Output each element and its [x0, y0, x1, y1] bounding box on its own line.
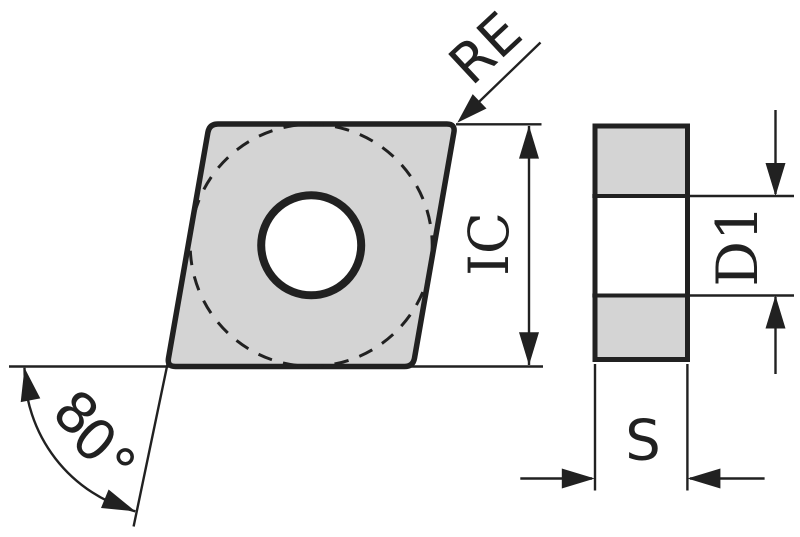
- ic-dimension: IC: [456, 123, 542, 366]
- s-arrowhead-left: [561, 468, 595, 489]
- inscribed-circle-dashed: [188, 122, 434, 368]
- mounting-hole: [257, 191, 366, 300]
- side-view: [592, 123, 690, 362]
- side-view-outline: [592, 123, 690, 362]
- side-view-bottom-band: [595, 295, 688, 360]
- s-label: S: [625, 409, 661, 474]
- front-view: [9, 121, 543, 527]
- angle-arc-arrowhead-top: [20, 367, 41, 403]
- d1-arrowhead-lower: [765, 295, 786, 329]
- s-dimension: S: [520, 364, 765, 491]
- re-annotation: RE: [437, 0, 542, 123]
- re-label: RE: [437, 0, 534, 96]
- angle-arc-arrowhead-bottom: [101, 489, 136, 512]
- d1-dimension: D1: [689, 110, 794, 374]
- d1-label: D1: [705, 205, 771, 287]
- side-view-top-band: [595, 126, 688, 196]
- d1-arrowhead-upper: [765, 163, 786, 196]
- s-arrowhead-right: [687, 468, 721, 489]
- ic-arrowhead-bottom: [519, 332, 539, 366]
- ic-arrowhead-top: [519, 125, 539, 159]
- re-leader-arrowhead: [457, 94, 487, 123]
- ic-label: IC: [457, 212, 521, 276]
- nose-angle-label: 8 0 °: [40, 378, 147, 501]
